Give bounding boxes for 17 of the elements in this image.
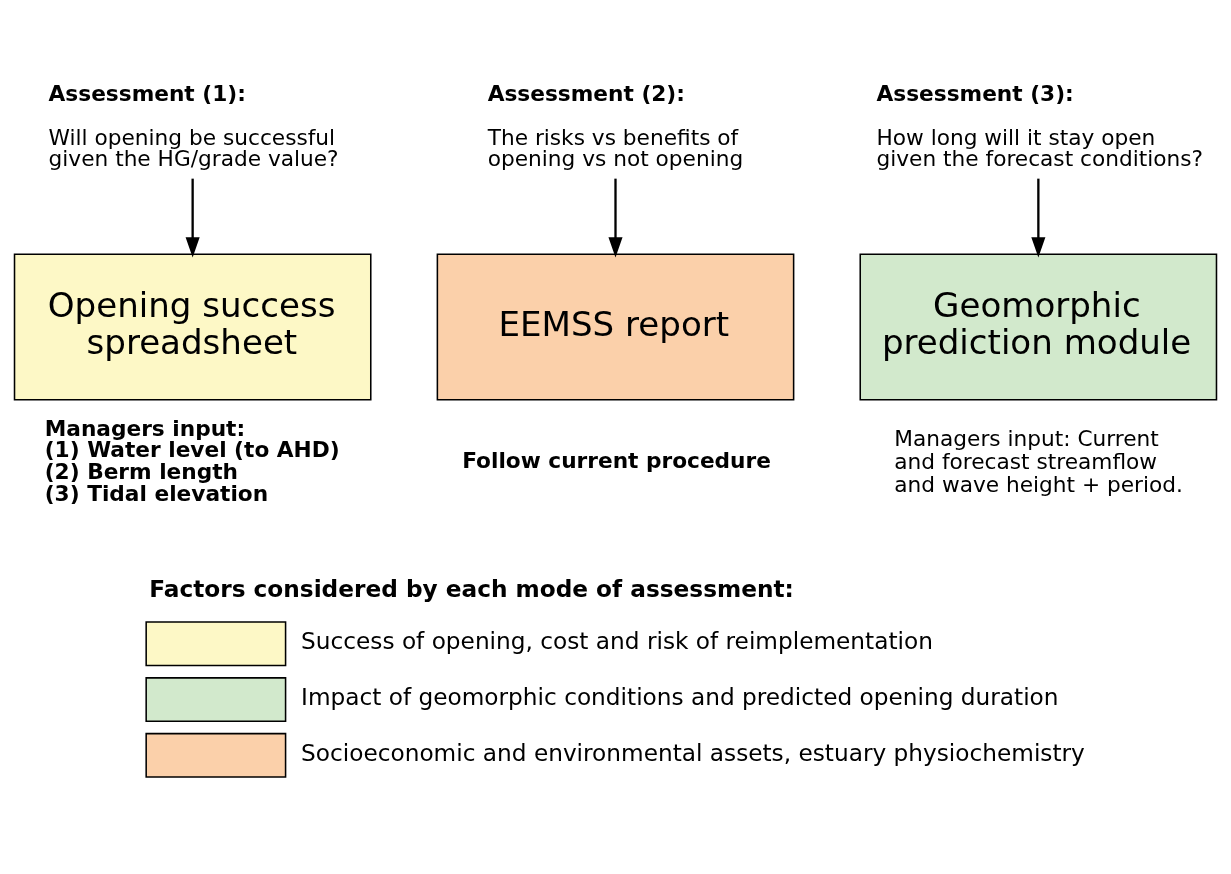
legend-label: Impact of geomorphic conditions and predicted opening duration	[301, 682, 1059, 710]
node-text: Assessment (3): How long will it stay open given the forecast conditions?	[876, 81, 1204, 172]
node-text: Assessment (2): The risks vs benefits of opening vs not opening	[487, 81, 744, 172]
node-label: Managers input: Current and forecast streamflow and wave height + period.	[894, 425, 1183, 498]
node-box: EEMSS report	[436, 253, 795, 401]
arrow	[185, 178, 200, 258]
node-label: Follow current procedure	[462, 447, 771, 473]
node-label: Managers input:	[44, 415, 246, 441]
label: Factors considered by each mode of assessment:	[149, 575, 794, 603]
arrow	[1031, 178, 1046, 258]
node-box: Geomorphic prediction module	[859, 253, 1218, 401]
legend-label: Socioeconomic and environmental assets, estuary physiochemistry	[301, 738, 1085, 766]
node-text: Assessment (1): Will opening be successful given the HG/grade value?	[48, 81, 339, 172]
node-label: (2) Berm length	[44, 459, 239, 485]
legend-label: Success of opening, cost and risk of reimplementation	[301, 627, 933, 655]
node-box: Opening success spreadsheet	[13, 253, 372, 401]
arrow	[608, 178, 623, 258]
